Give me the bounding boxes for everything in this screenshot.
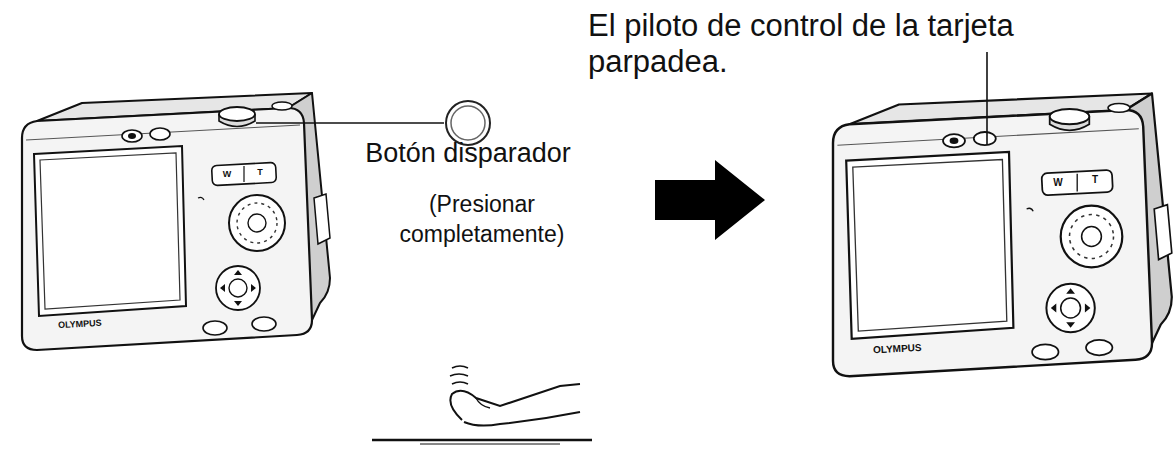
zoom-w: W <box>223 169 232 179</box>
zoom-t: T <box>1092 174 1098 186</box>
zoom-t: T <box>257 167 263 177</box>
press-note: (Presionar completamente) <box>382 190 582 250</box>
led-callout: El piloto de control de la tarjeta parpa… <box>588 8 1108 79</box>
shutter-label: Botón disparador <box>348 138 588 169</box>
zoom-w: W <box>1053 177 1062 189</box>
